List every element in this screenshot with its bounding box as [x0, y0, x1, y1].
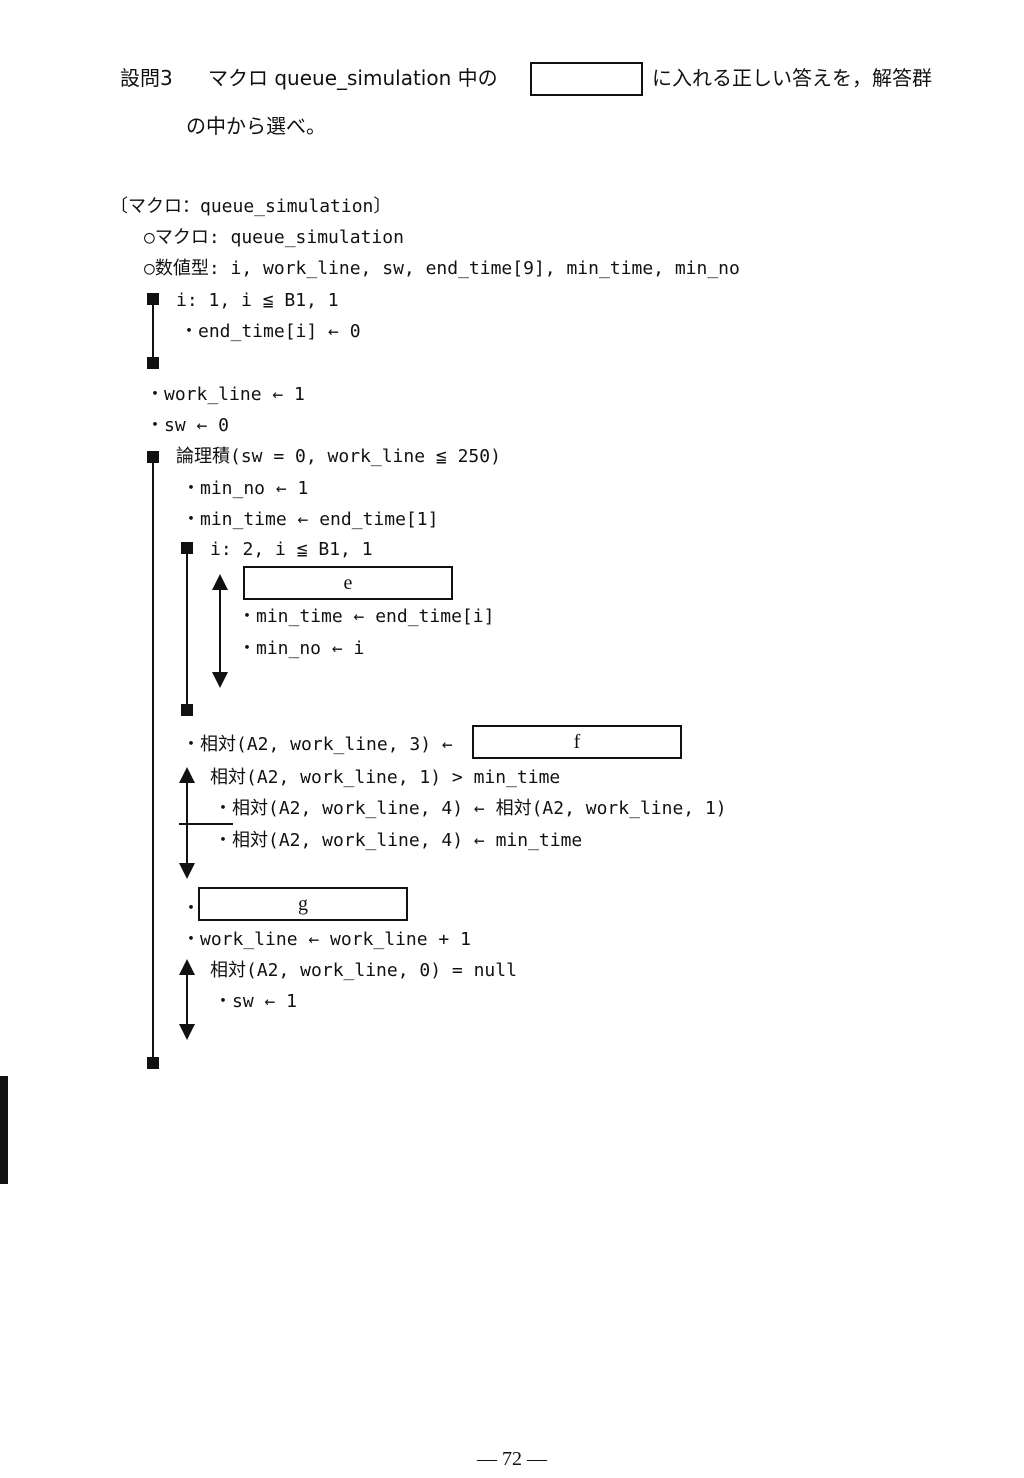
condition-down-arrow — [179, 863, 195, 879]
g-bullet: ・ — [182, 898, 200, 919]
loop2-end-marker — [181, 704, 193, 716]
selection-down-arrow — [212, 672, 228, 688]
macro-declaration: ○マクロ: queue_simulation — [144, 227, 404, 248]
blank-g: g — [198, 887, 408, 921]
page-number: ― 72 ― — [477, 1448, 547, 1470]
assign-f-text: ・相対(A2, work_line, 3) ← — [182, 734, 453, 755]
loop2-line — [186, 554, 188, 704]
null-cond-down-arrow — [179, 1024, 195, 1040]
condition-head: 相対(A2, work_line, 1) > min_time — [210, 767, 561, 788]
null-cond-line — [186, 973, 188, 1025]
main-loop-line — [152, 463, 154, 1057]
set-sw: ・sw ← 1 — [214, 991, 298, 1012]
init-work-line: ・work_line ← 1 — [146, 384, 305, 405]
loop1-head: i: 1, i ≦ B1, 1 — [176, 290, 339, 311]
question-blank-box — [530, 62, 643, 96]
increment-work-line: ・work_line ← work_line + 1 — [182, 929, 471, 950]
selection-up-arrow — [212, 574, 228, 590]
main-loop-end-marker — [147, 1057, 159, 1069]
loop1-start-marker — [147, 293, 159, 305]
loop1-line — [152, 305, 154, 357]
condition-up-arrow — [179, 767, 195, 783]
loop2-start-marker — [181, 542, 193, 554]
macro-header: 〔マクロ：queue_simulation〕 — [110, 196, 392, 217]
main-loop-head: 論理積(sw = 0, work_line ≦ 250) — [176, 446, 501, 467]
select-min-no: ・min_no ← i — [238, 638, 365, 659]
select-min-time: ・min_time ← end_time[i] — [238, 606, 495, 627]
null-cond-up-arrow — [179, 959, 195, 975]
null-condition: 相対(A2, work_line, 0) = null — [210, 960, 517, 981]
blank-f: f — [472, 725, 682, 759]
side-tab — [0, 1076, 8, 1184]
loop2-head: i: 2, i ≦ B1, 1 — [210, 539, 373, 560]
condition-divider — [179, 823, 233, 825]
question-text-after: に入れる正しい答えを，解答群 — [652, 66, 932, 90]
question-text-line2: の中から選べ。 — [186, 114, 326, 138]
loop1-body: ・end_time[i] ← 0 — [180, 321, 361, 342]
loop1-end-marker — [147, 357, 159, 369]
main-loop-start-marker — [147, 451, 159, 463]
selection-line — [219, 588, 221, 674]
condition-true-branch: ・相対(A2, work_line, 4) ← 相対(A2, work_line… — [214, 798, 727, 819]
question-text-before: マクロ queue_simulation 中の — [208, 66, 498, 90]
init-sw: ・sw ← 0 — [146, 415, 230, 436]
question-label: 設問3 — [120, 66, 173, 90]
min-time-init: ・min_time ← end_time[1] — [182, 509, 439, 530]
variable-declaration: ○数値型: i, work_line, sw, end_time[9], min… — [144, 258, 740, 279]
condition-false-branch: ・相対(A2, work_line, 4) ← min_time — [214, 830, 583, 851]
min-no-init: ・min_no ← 1 — [182, 478, 309, 499]
blank-e: e — [243, 566, 453, 600]
